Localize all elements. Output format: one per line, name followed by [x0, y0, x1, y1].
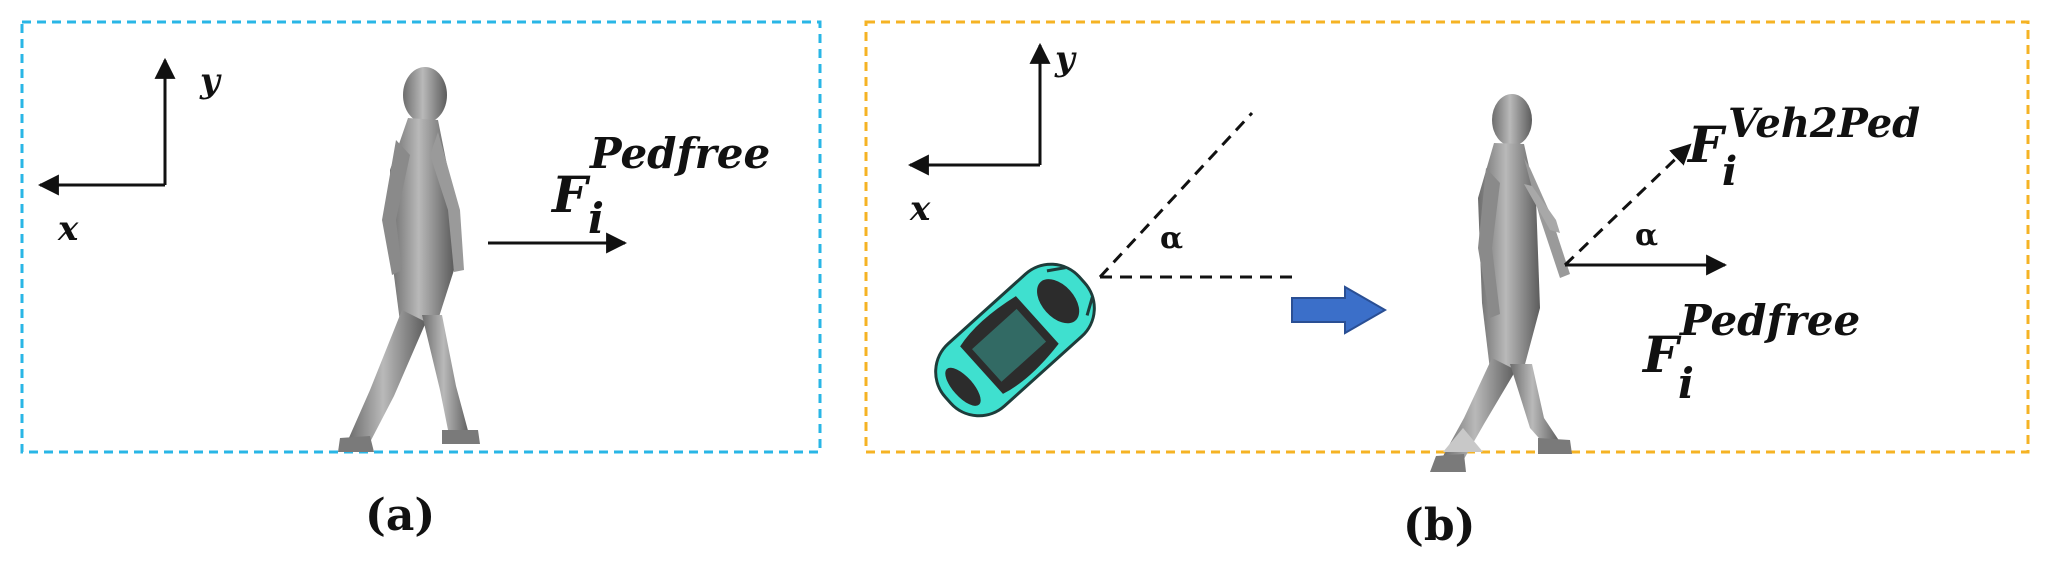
panel-a: y x F Pedfree i: [20, 20, 822, 454]
force-symbol-a: F: [550, 165, 591, 224]
pedestrian-figure-b: [1430, 94, 1572, 472]
x-axis-label-a: x: [57, 209, 79, 249]
force-superscript-a: Pedfree: [589, 129, 770, 178]
pedestrian-figure-a: [338, 67, 480, 452]
y-axis-label-b: y: [1054, 39, 1077, 79]
veh2ped-force-label: F Veh2Ped i: [1686, 100, 1920, 195]
pedfree-force-label-b: F Pedfree i: [1641, 296, 1860, 408]
veh2ped-arrow: [1563, 143, 1692, 267]
panel-b-caption: (b): [1403, 500, 1476, 551]
angle-label-ped: α: [1635, 218, 1658, 253]
panel-a-caption: (a): [365, 490, 436, 541]
veh2ped-force-symbol: F: [1686, 115, 1727, 174]
force-subscript-b: i: [1678, 359, 1694, 408]
angle-label-car: α: [1160, 221, 1183, 256]
pedfree-force-label-a: F Pedfree i: [550, 129, 770, 243]
x-axis-label-b: x: [909, 189, 931, 229]
car-heading-dashed-line: [1098, 111, 1254, 279]
panel-b: y x α: [864, 20, 2030, 472]
force-superscript-b: Pedfree: [1679, 296, 1860, 345]
axes-b: y x: [907, 39, 1077, 229]
axes-a: y x: [37, 57, 222, 249]
veh2ped-force-superscript: Veh2Ped: [1728, 100, 1920, 147]
ground-marker: [1443, 428, 1483, 452]
panel-a-border: [20, 20, 822, 454]
veh2ped-force-subscript: i: [1722, 148, 1737, 195]
force-subscript-a: i: [588, 194, 604, 243]
motion-arrow: [1291, 285, 1388, 335]
force-symbol-b: F: [1641, 325, 1682, 384]
car-top-view: [934, 262, 1096, 418]
y-axis-label-a: y: [199, 61, 222, 101]
